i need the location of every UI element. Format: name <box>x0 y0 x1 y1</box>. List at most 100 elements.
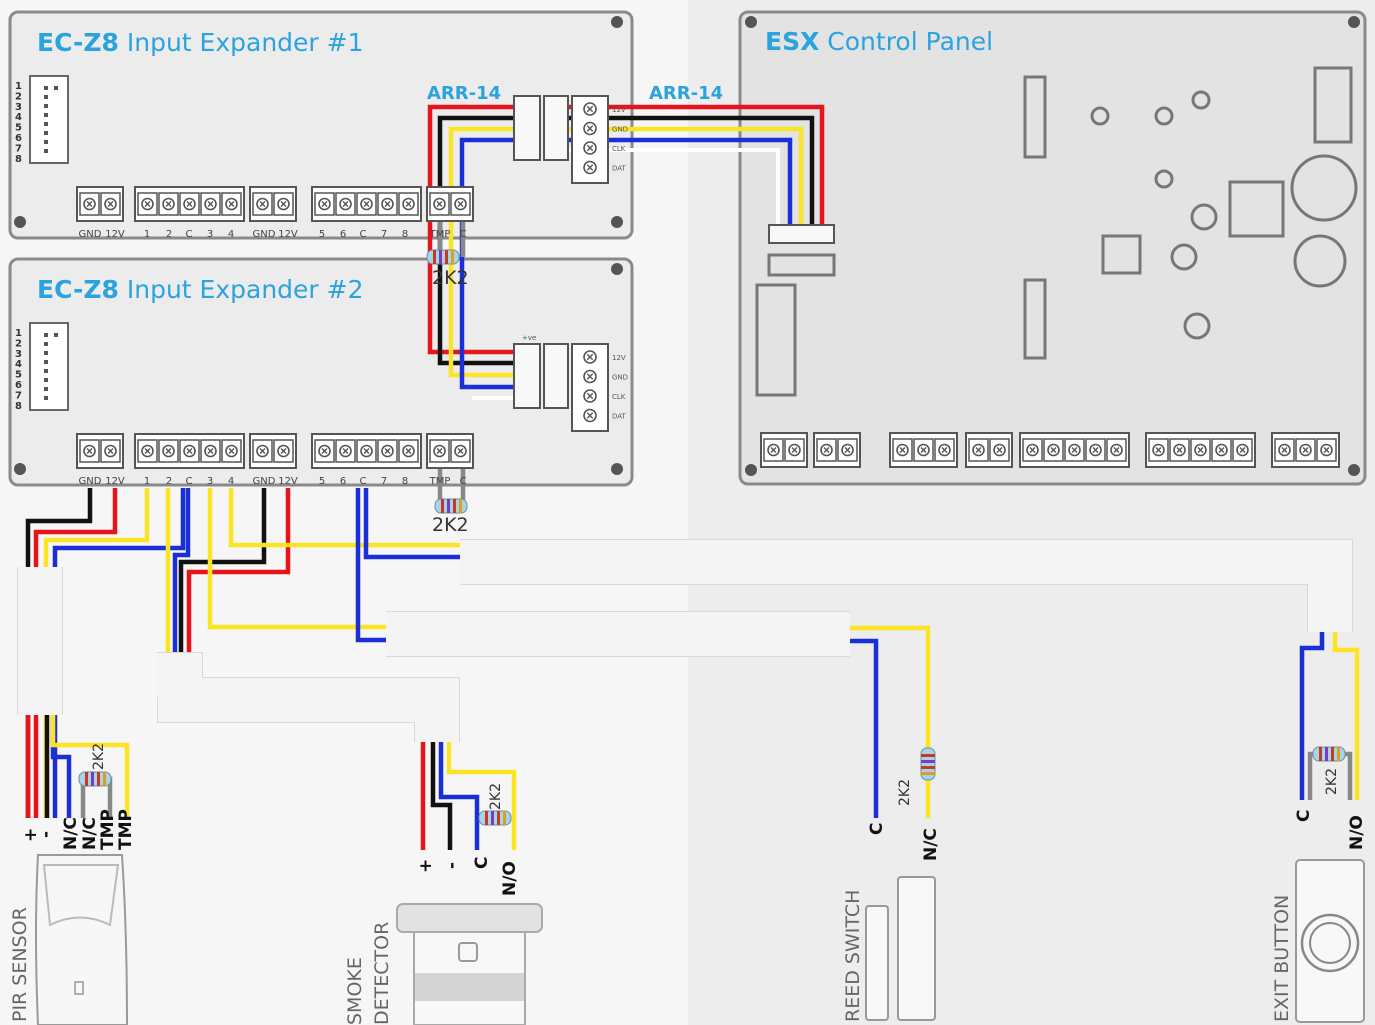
expander-1-title-bold: EC-Z8 <box>37 28 119 57</box>
resistor-label-smoke: 2K2 <box>488 783 504 810</box>
bus-wire-shield-expanders <box>472 396 520 400</box>
smoke-detector: SMOKE DETECTOR <box>344 903 543 1025</box>
svg-text:TMP: TMP <box>116 809 136 850</box>
svg-text:TMP: TMP <box>98 809 118 850</box>
terminal-label: 7 <box>381 476 387 487</box>
pir-sensor-label: PIR SENSOR <box>9 907 31 1022</box>
bus-header-label: +ve <box>522 334 536 342</box>
reed-wire-c <box>850 638 879 818</box>
terminal-label: TMP <box>429 229 451 240</box>
resistor-smoke <box>478 810 512 826</box>
connector-pin-label: 1 <box>15 328 22 339</box>
resistor-label-expander-2: 2K2 <box>432 514 469 536</box>
resistor-label-reed: 2K2 <box>897 779 913 806</box>
expander-1-terminal-block-3 <box>249 186 297 222</box>
terminal-label: 2 <box>166 476 172 487</box>
panel-title-bold: ESX <box>765 27 819 56</box>
terminal-label: C <box>460 476 467 487</box>
connector-pin-label: 2 <box>15 91 22 102</box>
smoke-wire-common <box>172 488 191 655</box>
terminal-label: TMP <box>429 476 451 487</box>
bus-wire-12v-panel <box>556 104 825 232</box>
panel-terminal-block-1 <box>760 432 808 468</box>
terminal-label: 5 <box>319 476 325 487</box>
connector-pin-label: 8 <box>15 401 22 412</box>
svg-text:N/O: N/O <box>500 861 520 896</box>
svg-text:EC-Z8 Input Expander #2: EC-Z8 Input Expander #2 <box>37 275 364 304</box>
terminal-label: 12V <box>105 476 125 487</box>
terminal-label: 2 <box>166 229 172 240</box>
expander-board-1: EC-Z8 Input Expander #1 <box>8 10 634 240</box>
terminal-label: 12V <box>105 229 125 240</box>
svg-text:C: C <box>472 857 492 869</box>
connector-pin-label: 3 <box>15 349 22 360</box>
terminal-label: 5 <box>319 229 325 240</box>
exit-resistor-lead-b <box>1344 751 1353 800</box>
bus-wire-shield-panel <box>556 148 780 228</box>
expander-1-title-rest: Input Expander #1 <box>119 28 364 57</box>
panel-bus-plug <box>768 224 835 244</box>
smoke-terminal-labels: + - C N/O <box>416 857 520 896</box>
bus-pin-label: DAT <box>612 165 627 173</box>
svg-text:N/O: N/O <box>1347 815 1367 850</box>
panel-terminal-block-4 <box>965 432 1013 468</box>
reed-wire-nc <box>850 625 931 715</box>
smoke-wire-12v <box>186 488 291 655</box>
exit-wire-zone-feed <box>228 488 460 548</box>
connector-pin-label: 1 <box>15 81 22 92</box>
resistor-label-pir: 2K2 <box>91 743 107 770</box>
exit-wire-c <box>1299 632 1325 800</box>
expander-1-terminal-block-1 <box>76 186 124 222</box>
expander-board-2: EC-Z8 Input Expander #2 <box>8 257 634 487</box>
svg-text:-: - <box>442 862 462 869</box>
smoke-wire-no <box>446 742 517 850</box>
expander-2-terminal-block-4 <box>311 433 422 469</box>
connector-pin-label: 7 <box>15 390 22 401</box>
connector-pin-label: 7 <box>15 143 22 154</box>
resistor-pir <box>78 771 112 787</box>
panel-terminal-strip <box>760 432 1340 468</box>
connector-pin-label: 3 <box>15 102 22 113</box>
expander-2-title-bold: EC-Z8 <box>37 275 119 304</box>
svg-text:+: + <box>416 859 436 873</box>
terminal-label: C <box>186 229 193 240</box>
expander-1-bus-plug-b <box>543 95 569 161</box>
resistor-expander-1-tamper <box>426 249 460 265</box>
expander-1-bus-plug-a <box>513 95 541 161</box>
sheath-smoke <box>157 653 459 742</box>
resistor-exit <box>1312 746 1346 762</box>
terminal-label: GND <box>253 476 276 487</box>
terminal-label: C <box>186 476 193 487</box>
terminal-label: 8 <box>402 229 408 240</box>
expander-1-terminal-block-4 <box>311 186 422 222</box>
panel-terminal-block-3 <box>889 432 958 468</box>
smoke-wire-gnd <box>178 488 267 655</box>
bus-pin-label: GND <box>612 374 628 382</box>
terminal-label: 8 <box>402 476 408 487</box>
resistor-expander-2-tamper <box>434 498 468 514</box>
terminal-label: C <box>360 476 367 487</box>
cable-label-right: ARR-14 <box>649 83 723 104</box>
terminal-label: GND <box>79 476 102 487</box>
reed-wire-zone <box>207 488 386 630</box>
bus-wire-dat-expanders <box>459 137 520 390</box>
svg-text:-: - <box>36 831 56 838</box>
pir-terminal-labels: + - N/C N/C TMP TMP <box>21 809 136 850</box>
expander-1-terminal-block-2 <box>134 186 245 222</box>
terminal-label: GND <box>253 229 276 240</box>
svg-text:+: + <box>21 828 41 842</box>
terminal-label: 1 <box>144 476 150 487</box>
svg-text:C: C <box>867 823 887 835</box>
panel-terminal-block-2 <box>813 432 861 468</box>
bus-pin-label: 12V <box>612 354 626 362</box>
terminal-label: 6 <box>340 476 346 487</box>
svg-text:N/C: N/C <box>921 828 941 861</box>
exit-wire-no <box>1332 632 1360 800</box>
exit-wire-common-feed <box>363 488 460 560</box>
expander-2-tamper-block <box>426 433 474 469</box>
connector-pin-label: 5 <box>15 123 22 134</box>
